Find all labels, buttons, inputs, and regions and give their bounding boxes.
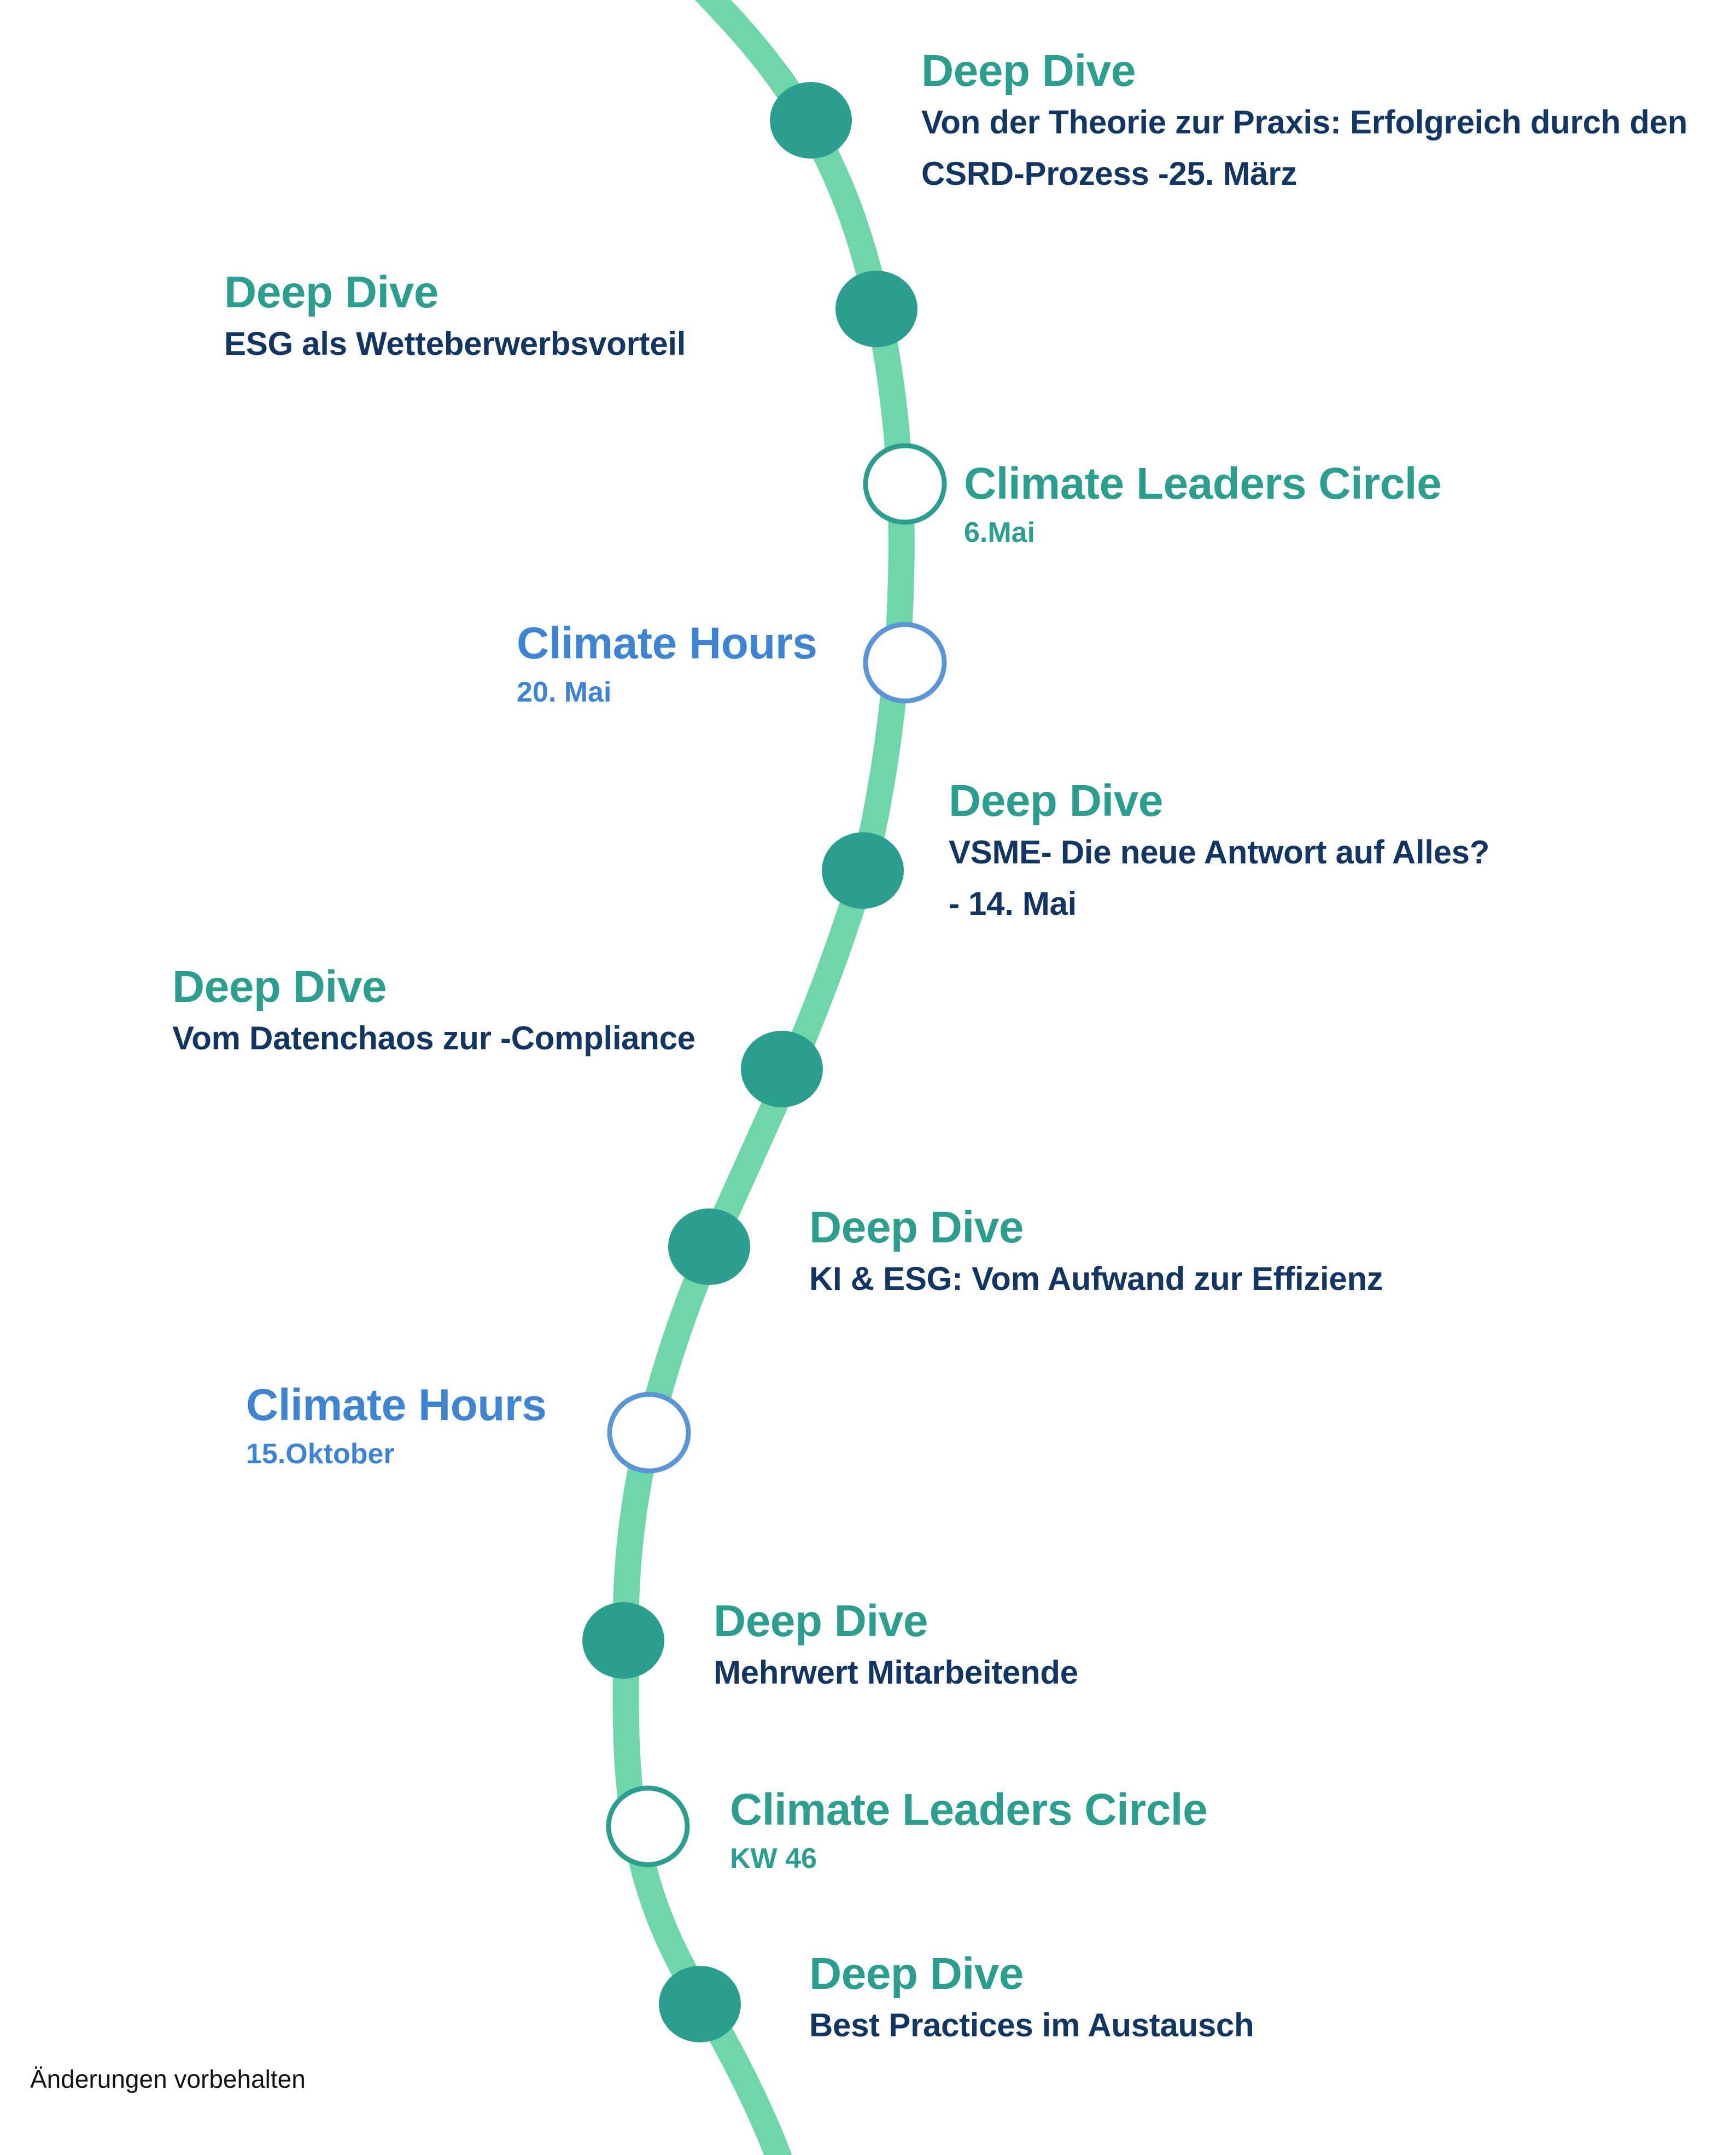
event-11: Deep Dive Best Practices im Austausch [809, 1949, 1629, 2051]
event-7-description: KI & ESG: Vom Aufwand zur Effizienz [809, 1260, 1383, 1298]
milestone-dot-11 [659, 1966, 741, 2042]
footnote: Änderungen vorbehalten [30, 2065, 306, 2093]
milestone-dot-6 [741, 1031, 823, 1107]
event-8: Climate Hours 15.Oktober [246, 1380, 629, 1470]
event-10-date: KW 46 [730, 1843, 817, 1875]
event-9-title: Deep Dive [714, 1596, 928, 1646]
event-10: Climate Leaders Circle KW 46 [730, 1785, 1441, 1875]
event-5-description: VSME- Die neue Antwort auf Alles? - 14. … [949, 834, 1490, 922]
event-5-title: Deep Dive [949, 776, 1164, 826]
event-11-title: Deep Dive [809, 1949, 1024, 1999]
event-7-title: Deep Dive [809, 1202, 1024, 1252]
event-4-title: Climate Hours [517, 618, 817, 668]
event-6: Deep Dive Vom Datenchaos zur -Compliance [172, 962, 774, 1064]
event-8-date: 15.Oktober [246, 1438, 395, 1470]
event-9-description: Mehrwert Mitarbeitende [714, 1654, 1078, 1691]
event-8-title: Climate Hours [246, 1380, 547, 1430]
event-5: Deep Dive VSME- Die neue Antwort auf All… [949, 776, 1501, 930]
milestone-ring-3 [863, 443, 947, 525]
event-6-title: Deep Dive [172, 962, 387, 1012]
event-6-description: Vom Datenchaos zur -Compliance [172, 1020, 695, 1057]
milestone-ring-10 [606, 1785, 690, 1867]
event-1-title: Deep Dive [921, 46, 1136, 96]
milestone-ring-4 [863, 622, 947, 704]
event-4: Climate Hours 20. Mai [517, 618, 899, 709]
event-3-date: 6.Mai [964, 517, 1036, 549]
milestone-dot-9 [582, 1602, 664, 1679]
event-3-title: Climate Leaders Circle [964, 459, 1442, 509]
event-11-description: Best Practices im Austausch [809, 2007, 1254, 2044]
event-10-title: Climate Leaders Circle [730, 1785, 1208, 1835]
milestone-dot-1 [770, 82, 852, 159]
event-1: Deep Dive Von der Theorie zur Praxis: Er… [921, 46, 1698, 200]
milestone-dot-7 [668, 1208, 750, 1285]
event-2-title: Deep Dive [224, 267, 439, 317]
event-4-date: 20. Mai [517, 676, 612, 709]
milestone-ring-8 [607, 1392, 691, 1474]
event-3: Climate Leaders Circle 6.Mai [964, 459, 1675, 549]
milestone-dot-2 [835, 271, 917, 347]
event-2: Deep Dive ESG als Wetteberwerbsvorteil [224, 267, 771, 370]
event-2-description: ESG als Wetteberwerbsvorteil [224, 325, 686, 363]
event-1-description: Von der Theorie zur Praxis: Erfolgreich … [921, 104, 1688, 192]
event-7: Deep Dive KI & ESG: Vom Aufwand zur Effi… [809, 1202, 1629, 1305]
milestone-dot-5 [822, 832, 904, 909]
event-9: Deep Dive Mehrwert Mitarbeitende [714, 1596, 1534, 1698]
